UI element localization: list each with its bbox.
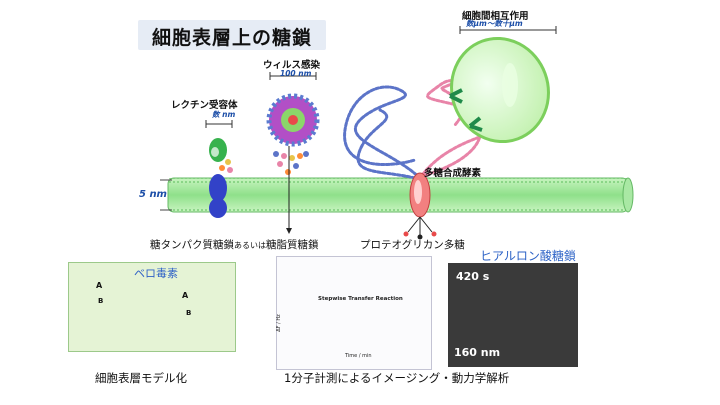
subunit-b-label-bound: B bbox=[186, 309, 192, 317]
interacting-cell bbox=[449, 26, 557, 144]
page-title: 細胞表層上の糖鎖 bbox=[152, 27, 313, 49]
time-axis-label: Time / min bbox=[345, 353, 372, 359]
subunit-a-label-bound: A bbox=[182, 291, 189, 300]
cell-size: 数μm〜数十μm bbox=[466, 19, 523, 28]
vero-toxin-panel bbox=[68, 262, 236, 352]
stepwise-panel bbox=[276, 256, 432, 370]
vero-toxin-title: ベロ毒素 bbox=[134, 267, 178, 280]
subunit-a-label: A bbox=[96, 281, 103, 290]
or-text: あるいは bbox=[234, 241, 266, 250]
lectin-size: 数 nm bbox=[212, 110, 236, 119]
enzyme-label: 多糖合成酵素 bbox=[424, 168, 482, 179]
cell-modeling-caption: 細胞表層モデル化 bbox=[95, 371, 187, 385]
thickness-marker bbox=[160, 179, 172, 211]
image-scale-label: 160 nm bbox=[454, 346, 501, 359]
cell-interaction-label: 細胞間相互作用 bbox=[462, 11, 529, 22]
stepwise-heading: Stepwise Transfer Reaction bbox=[318, 296, 403, 302]
glycolipid-text: 糖脂質糖鎖 bbox=[266, 239, 319, 251]
glycoprotein-caption: 糖タンパク質糖鎖あるいは糖脂質糖鎖 bbox=[150, 237, 319, 252]
proteoglycan-caption: プロテオグリカン多糖 bbox=[360, 239, 465, 251]
virus-label: ウィルス感染 bbox=[263, 60, 321, 71]
cell-membrane bbox=[167, 177, 634, 213]
lectin-receptor bbox=[205, 120, 233, 218]
virus-particle bbox=[266, 72, 320, 234]
membrane-thickness-label: 5 nm bbox=[139, 189, 167, 200]
imaging-caption: 1分子計測によるイメージング・動力学解析 bbox=[284, 371, 510, 385]
afm-image-panel bbox=[448, 263, 578, 367]
polysaccharide-synthase bbox=[403, 172, 437, 240]
hyaluronan-caption: ヒアルロン酸糖鎖 bbox=[480, 249, 576, 263]
subunit-b-label: B bbox=[98, 297, 104, 305]
virus-size: 100 nm bbox=[280, 69, 312, 78]
glycoprotein-text: 糖タンパク質糖鎖 bbox=[150, 239, 234, 251]
frequency-axis-label: ΔF / Hz bbox=[275, 314, 282, 332]
lectin-label: レクチン受容体 bbox=[171, 100, 238, 111]
title-banner bbox=[138, 20, 326, 50]
image-time-label: 420 s bbox=[456, 270, 490, 283]
